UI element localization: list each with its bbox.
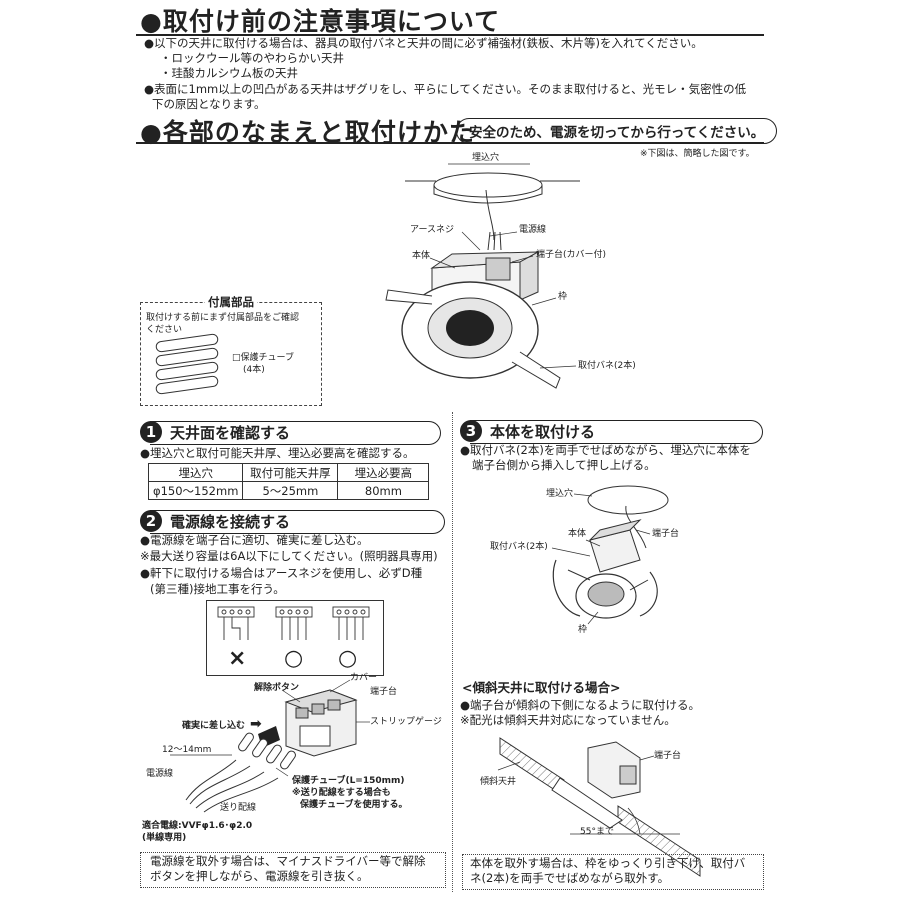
label-spring: 取付バネ(2本) xyxy=(490,542,548,552)
step3-title: 本体を取付ける xyxy=(490,423,596,441)
label-strip-gauge: ストリップゲージ xyxy=(370,717,442,727)
table-cell: 5〜25mm xyxy=(242,481,339,500)
section-divider xyxy=(136,34,764,36)
accessories-desc: ください xyxy=(146,325,183,335)
label-max-angle: 55°まで xyxy=(580,827,614,837)
label-body: 本体 xyxy=(412,251,431,261)
label-wire-spec: (単線専用) xyxy=(142,833,187,843)
slope-ceiling-text: ●端子台が傾斜の下側になるように取付ける。 xyxy=(460,698,701,712)
section-title-precautions: ●取付け前の注意事項について xyxy=(140,7,501,36)
step3-text: 端子台側から挿入して押し上げる。 xyxy=(472,458,656,472)
wiring-examples-box xyxy=(206,600,384,676)
label-insert-firmly: 確実に差し込む xyxy=(182,721,246,731)
slope-ceiling-note: ※配光は傾斜天井対応になっていません。 xyxy=(460,713,676,727)
label-cover: カバー xyxy=(350,673,378,683)
label-strip-length: 12〜14mm xyxy=(162,745,212,755)
step2-note: ※最大送り容量は6A以下にしてください。(照明器具専用) xyxy=(140,549,438,563)
step3-number: 3 xyxy=(460,420,482,442)
body-removal-note: 本体を取外す場合は、枠をゆっくり引き下げ、取付バ xyxy=(470,856,746,870)
precaution-subitem: ・珪酸カルシウム板の天井 xyxy=(160,66,298,80)
correct-mark: ○ xyxy=(338,646,358,671)
label-frame: 枠 xyxy=(578,625,588,635)
table-header: 取付可能天井厚 xyxy=(242,463,339,482)
precaution-text: 下の原因となります。 xyxy=(152,97,266,111)
accessories-title: 付属部品 xyxy=(205,295,257,310)
incorrect-mark: × xyxy=(228,646,247,671)
label-power-wire: 電源線 xyxy=(519,225,547,235)
step2-text: ●電源線を端子台に適切、確実に差し込む。 xyxy=(140,533,369,547)
label-protection-tube: 保護チューブ(L=150mm) xyxy=(292,776,405,786)
slope-ceiling-title: <傾斜天井に取付ける場合> xyxy=(462,680,621,695)
step2-title: 電源線を接続する xyxy=(170,513,291,531)
label-release-button: 解除ボタン xyxy=(254,683,300,693)
label-terminal: 端子台(カバー付) xyxy=(536,250,607,260)
step1-title: 天井面を確認する xyxy=(170,424,291,442)
arrow-right-icon: ➡ xyxy=(250,716,262,732)
label-power-wire: 電源線 xyxy=(146,769,174,779)
precaution-subitem: ・ロックウール等のやわらかい天井 xyxy=(160,51,344,65)
label-terminal: 端子台 xyxy=(370,687,398,697)
label-protection-tube-note: 保護チューブを使用する。 xyxy=(300,800,408,810)
step2-text: ●軒下に取付ける場合はアースネジを使用し、必ずD種 xyxy=(140,566,423,580)
label-terminal: 端子台 xyxy=(654,751,682,761)
label-feed-wire: 送り配線 xyxy=(220,803,257,813)
ceiling-spec-table: 埋込穴 取付可能天井厚 埋込必要高 φ150〜152mm 5〜25mm 80mm xyxy=(147,463,430,500)
label-terminal: 端子台 xyxy=(652,529,680,539)
label-frame: 枠 xyxy=(558,292,568,302)
precaution-text: ●以下の天井に取付ける場合は、器具の取付バネと天井の間に必ず補強材(鉄板、木片等… xyxy=(144,36,703,50)
step1-text: ●埋込穴と取付可能天井厚、埋込必要高を確認する。 xyxy=(140,446,415,460)
label-hole: 埋込穴 xyxy=(472,153,500,163)
step2-header xyxy=(150,510,445,534)
table-cell: 80mm xyxy=(337,481,430,500)
step2-text: (第三種)接地工事を行う。 xyxy=(150,582,285,596)
step1-header xyxy=(150,421,441,445)
body-removal-note-box xyxy=(462,854,764,890)
precaution-text: ●表面に1mm以上の凹凸がある天井はザグリをし、平らにしてください。そのまま取付… xyxy=(144,82,747,96)
step3-text: ●取付バネ(2本)を両手でせばめながら、埋込穴に本体を xyxy=(460,443,751,457)
label-slope-ceiling: 傾斜天井 xyxy=(480,777,517,787)
step2-number: 2 xyxy=(140,510,162,532)
label-protection-tube-note: ※送り配線をする場合も xyxy=(292,788,391,798)
accessories-item: □保護チューブ xyxy=(232,353,294,363)
column-divider xyxy=(452,412,453,892)
wire-removal-note-box xyxy=(140,852,446,888)
table-cell: φ150〜152mm xyxy=(147,481,244,500)
label-earth-screw: アースネジ xyxy=(410,225,455,235)
section-divider xyxy=(136,142,764,144)
body-removal-note: ネ(2本)を両手でせばめながら取外す。 xyxy=(470,871,670,885)
label-body: 本体 xyxy=(568,529,587,539)
diagram-note: ※下図は、簡略した図です。 xyxy=(640,149,755,159)
label-wire-spec: 適合電線:VVFφ1.6･φ2.0 xyxy=(142,821,253,831)
correct-mark: ○ xyxy=(284,646,304,671)
accessories-item-count: (4本) xyxy=(243,365,265,375)
label-spring: 取付バネ(2本) xyxy=(578,361,636,371)
label-hole: 埋込穴 xyxy=(546,489,574,499)
accessories-desc: 取付けする前にまず付属部品をご確認 xyxy=(146,313,300,323)
step1-number: 1 xyxy=(140,421,162,443)
table-header: 埋込穴 xyxy=(147,463,244,482)
wire-removal-note: ボタンを押しながら、電源線を引き抜く。 xyxy=(150,869,369,883)
wire-removal-note: 電源線を取外す場合は、マイナスドライバー等で解除 xyxy=(150,854,426,868)
step3-header xyxy=(470,420,763,444)
